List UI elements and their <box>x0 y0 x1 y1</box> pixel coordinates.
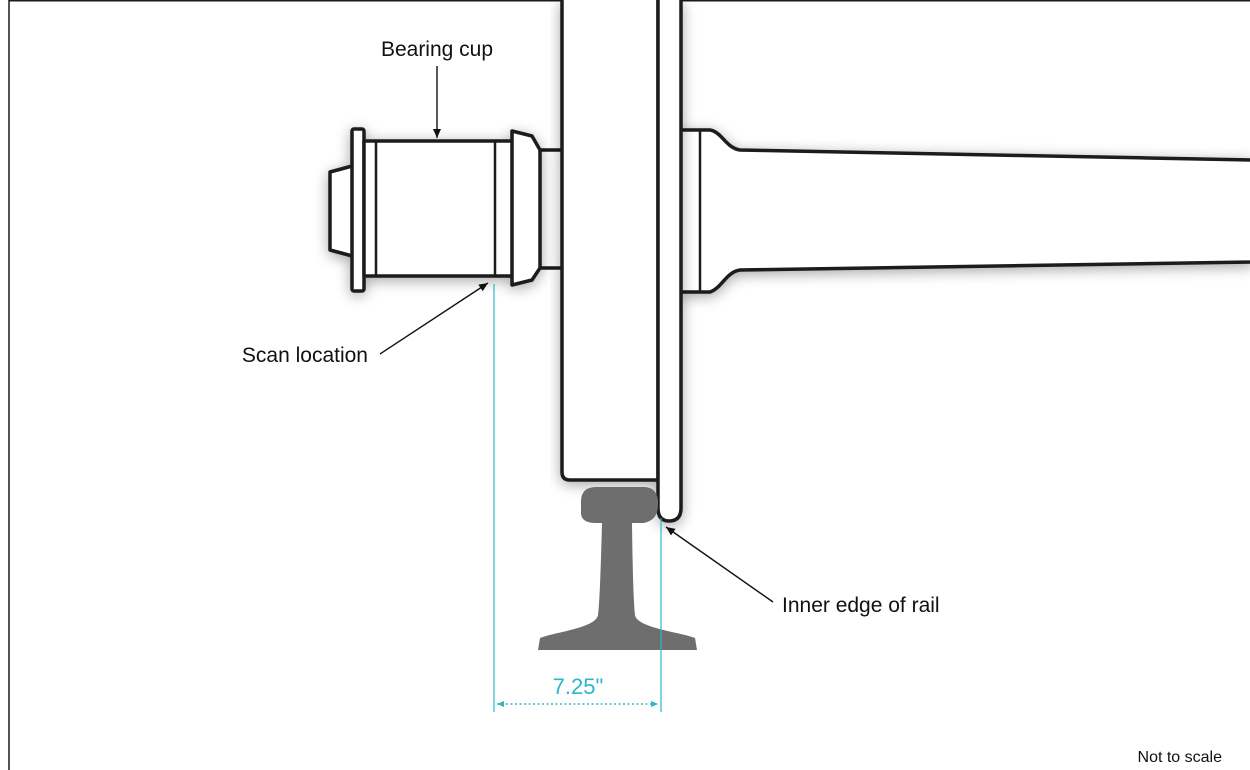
dimension-7-25: 7.25" <box>493 284 662 712</box>
rail <box>538 487 697 650</box>
dimension-label: 7.25" <box>553 674 604 699</box>
bearing-cup-assembly <box>328 127 542 293</box>
journal <box>536 148 566 270</box>
inner-edge-of-rail-label: Inner edge of rail <box>782 594 940 617</box>
scan-location-label: Scan location <box>242 344 368 367</box>
bearing-cup-label: Bearing cup <box>381 38 493 61</box>
not-to-scale-note: Not to scale <box>1138 749 1223 766</box>
scan-location-arrow <box>379 282 489 355</box>
inner-edge-of-rail-arrow <box>665 526 774 603</box>
wheel <box>560 0 683 523</box>
axle <box>678 128 1250 294</box>
